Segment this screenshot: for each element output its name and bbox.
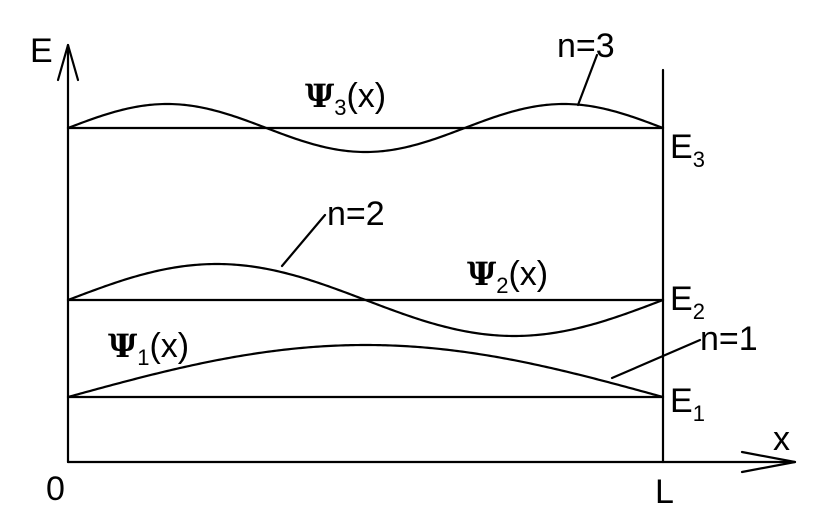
y-axis-label: E <box>30 32 53 70</box>
leader-line-n2 <box>280 213 327 268</box>
origin-label: 0 <box>46 470 65 508</box>
psi-label-2: Ψ2(x) <box>467 255 548 298</box>
x-axis-label: x <box>773 420 790 458</box>
wavefunction-curve-3 <box>66 102 665 154</box>
energy-label-3: E3 <box>670 128 705 172</box>
leader-line-n1 <box>610 338 702 380</box>
psi-label-1: Ψ1(x) <box>108 327 189 370</box>
n-label-3: n=3 <box>557 27 615 65</box>
end-label: L <box>655 473 674 511</box>
x-axis-arrowhead <box>740 450 797 474</box>
wavefunction-curve-2 <box>66 262 665 338</box>
n-label-2: n=2 <box>327 195 385 233</box>
n-label-1: n=1 <box>700 320 758 358</box>
psi-label-3: Ψ3(x) <box>305 77 386 120</box>
wavefunction-curve-1 <box>66 343 665 399</box>
y-axis-arrowhead <box>56 43 80 82</box>
energy-label-1: E1 <box>670 382 705 426</box>
energy-label-2: E2 <box>670 280 705 324</box>
leader-line-n3 <box>576 53 599 107</box>
